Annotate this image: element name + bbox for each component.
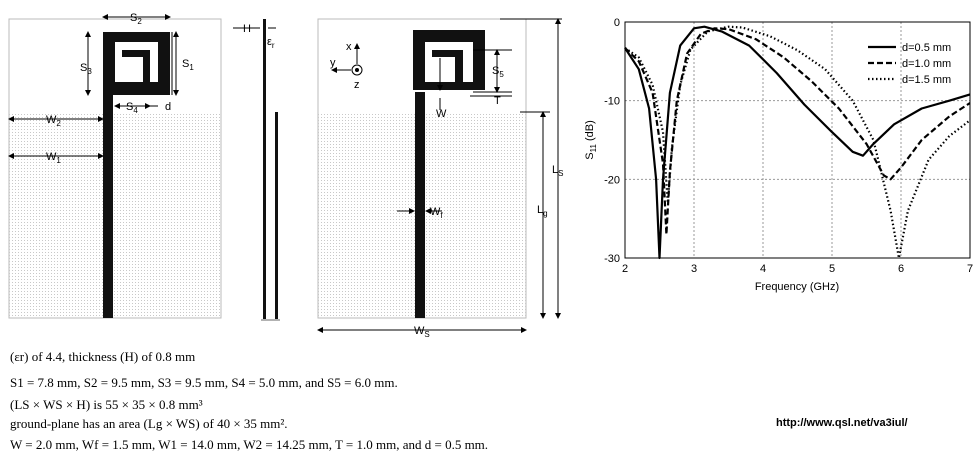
back-radiator <box>413 30 485 90</box>
y-tick-label: 0 <box>614 17 620 29</box>
x-tick-label: 5 <box>829 263 835 275</box>
label-ws: WS <box>414 325 430 339</box>
axis-origin-dot <box>355 68 359 72</box>
axis-origin <box>351 64 363 76</box>
series-line-2 <box>624 27 971 236</box>
y-tick-label: -10 <box>604 96 620 108</box>
legend-label-3: d=1.5 mm <box>902 74 951 86</box>
chart-x-axis-label: Frequency (GHz) <box>755 281 839 293</box>
back-feed-taper <box>415 92 425 112</box>
side-ground <box>275 112 278 319</box>
chart-ticks: 2 3 4 5 6 7 0 -10 -20 -30 <box>604 17 973 275</box>
label-h: H <box>243 23 251 35</box>
label-axis-y: y <box>330 57 336 69</box>
series-line-1 <box>624 25 971 260</box>
chart-lines <box>624 25 971 260</box>
front-radiator <box>103 32 170 95</box>
back-feed-line <box>415 112 425 318</box>
x-tick-label: 6 <box>898 263 904 275</box>
front-feed-line <box>103 112 113 318</box>
label-s3: S3 <box>80 62 92 76</box>
s11-chart: 2 3 4 5 6 7 0 -10 -20 -30 d=0.5 mm d=1.0 mm d=1.5 m… <box>584 17 973 293</box>
legend-label-1: d=0.5 mm <box>902 42 951 54</box>
x-tick-label: 4 <box>760 263 766 275</box>
side-substrate <box>263 19 266 319</box>
label-s1: S1 <box>182 58 194 72</box>
label-s4: S4 <box>126 101 138 115</box>
back-view: x y z S5 T W Wf LS Lg WS <box>317 18 563 339</box>
label-ls: LS <box>552 164 563 178</box>
label-w1: W1 <box>46 151 61 165</box>
label-s2: S2 <box>130 12 142 26</box>
caption-line-4: ground-plane has an area (Lg × WS) of 40… <box>10 416 288 431</box>
front-ground-region <box>9 112 221 318</box>
chart-y-axis-label: S11 (dB) <box>584 120 598 160</box>
label-t: T <box>494 95 501 107</box>
series-line-3 <box>624 25 971 260</box>
side-view: H εr <box>233 19 280 321</box>
x-tick-label: 2 <box>622 263 628 275</box>
legend-label-2: d=1.0 mm <box>902 58 951 70</box>
caption-line-5: W = 2.0 mm, Wf = 1.5 mm, W1 = 14.0 mm, W… <box>10 437 489 452</box>
caption-line-2: S1 = 7.8 mm, S2 = 9.5 mm, S3 = 9.5 mm, S… <box>10 375 398 390</box>
source-url: http://www.qsl.net/va3iul/ <box>776 417 908 429</box>
back-radiator-inner <box>432 50 463 82</box>
chart-legend: d=0.5 mm d=1.0 mm d=1.5 mm <box>868 42 951 86</box>
label-axis-z: z <box>354 79 360 91</box>
label-d: d <box>165 101 171 113</box>
front-radiator-inner <box>122 50 150 90</box>
label-w2: W2 <box>46 114 61 128</box>
label-lg: Lg <box>537 204 548 218</box>
label-wf: Wf <box>430 206 443 220</box>
label-w: W <box>436 108 447 120</box>
chart-plot-frame <box>624 21 971 259</box>
label-er: εr <box>267 36 275 50</box>
caption-line-1: (εr) of 4.4, thickness (H) of 0.8 mm <box>10 349 196 364</box>
label-axis-x: x <box>346 41 352 53</box>
y-tick-label: -20 <box>604 174 620 186</box>
x-tick-label: 7 <box>967 263 973 275</box>
front-view: S2 S3 S1 S4 d W2 W1 <box>8 12 222 319</box>
caption-line-3: (LS × WS × H) is 55 × 35 × 0.8 mm³ <box>10 397 203 412</box>
label-s5: S5 <box>492 65 504 79</box>
y-tick-label: -30 <box>604 253 620 265</box>
front-feed-taper <box>103 92 113 112</box>
x-tick-label: 3 <box>691 263 697 275</box>
